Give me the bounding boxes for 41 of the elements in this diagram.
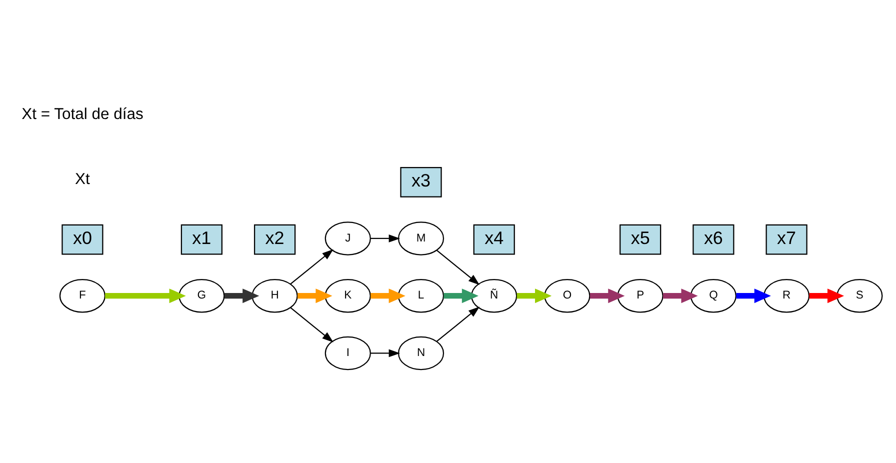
node-box: x2	[254, 224, 296, 254]
arrow	[436, 306, 480, 342]
node-ellipse: R	[764, 278, 810, 312]
node-ellipse: L	[398, 278, 444, 312]
arrow	[298, 288, 332, 303]
node-ellipse: I	[324, 336, 371, 370]
node-ellipse: F	[59, 278, 106, 312]
arrow	[105, 288, 186, 303]
arrow	[809, 288, 844, 303]
arrow	[290, 248, 334, 284]
arrow	[436, 249, 480, 285]
node-box: x0	[62, 224, 104, 254]
node-box: x1	[180, 224, 222, 254]
arrow	[590, 288, 625, 303]
arrow	[516, 288, 552, 303]
node-box: x6	[692, 224, 734, 254]
node-ellipse: J	[324, 221, 371, 255]
node-ellipse: Q	[690, 278, 736, 312]
label: Xt	[75, 170, 90, 188]
node-ellipse: M	[398, 221, 444, 255]
node-ellipse: O	[544, 278, 590, 312]
node-ellipse: K	[324, 278, 371, 312]
arrow	[663, 288, 698, 303]
arrow	[444, 288, 478, 303]
node-ellipse: P	[617, 278, 664, 312]
node-ellipse: S	[836, 278, 883, 312]
node-box: x4	[473, 224, 515, 254]
label: Xt = Total de días	[22, 105, 144, 122]
node-box: x5	[620, 224, 662, 254]
node-box: x3	[400, 166, 442, 197]
node-ellipse: G	[178, 278, 225, 312]
arrow	[736, 288, 771, 303]
arrow	[370, 234, 400, 242]
node-ellipse: H	[252, 278, 298, 312]
node-ellipse: Ñ	[471, 278, 518, 312]
arrow	[370, 348, 400, 357]
arrow	[224, 288, 260, 303]
arrow	[370, 288, 406, 303]
node-box: x7	[766, 224, 808, 254]
node-ellipse: N	[398, 336, 444, 370]
arrow	[290, 306, 334, 342]
